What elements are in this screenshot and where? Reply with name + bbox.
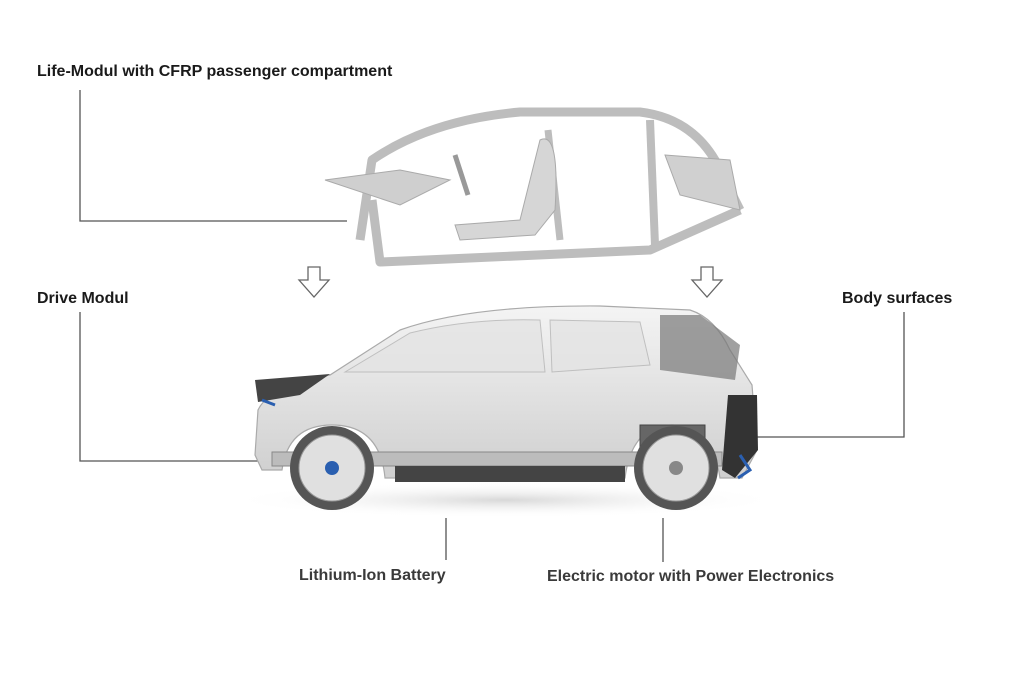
label-battery: Lithium-Ion Battery <box>299 567 446 584</box>
seat <box>454 138 557 241</box>
battery-pack <box>395 466 625 482</box>
down-arrow-icon <box>690 266 724 298</box>
rear-wheel <box>634 426 718 510</box>
steering-wheel <box>452 154 471 196</box>
car-windows <box>343 319 651 373</box>
down-arrow-icon <box>297 266 331 298</box>
leader-line-life-modul <box>79 90 347 222</box>
label-drive-modul: Drive Modul <box>37 290 129 307</box>
label-motor: Electric motor with Power Electronics <box>547 568 835 585</box>
label-body-surfaces: Body surfaces <box>842 290 953 307</box>
label-life-modul: Life-Modul with CFRP passenger compartme… <box>37 63 393 80</box>
leader-line-body-surfaces <box>757 312 905 438</box>
leader-line-drive-modul <box>79 312 272 462</box>
front-wheel <box>290 426 374 510</box>
